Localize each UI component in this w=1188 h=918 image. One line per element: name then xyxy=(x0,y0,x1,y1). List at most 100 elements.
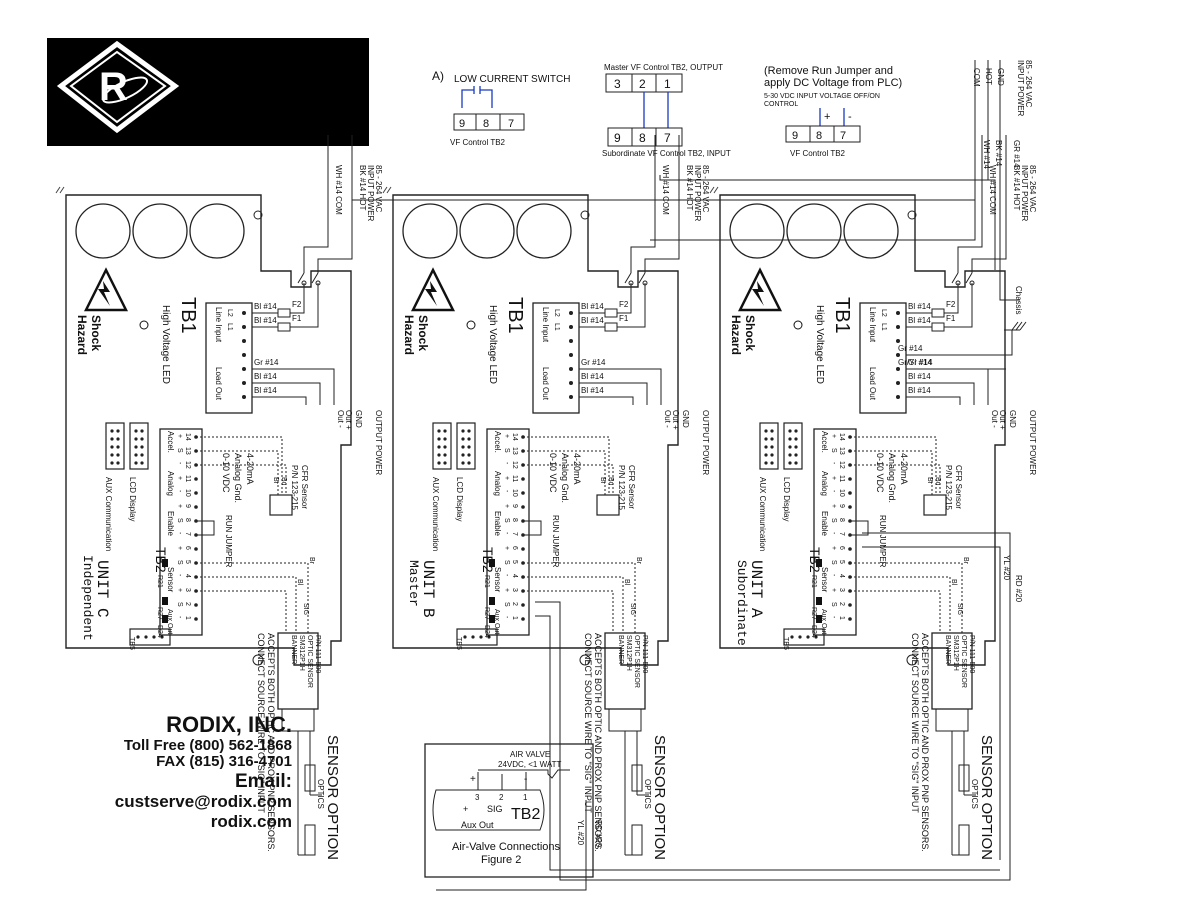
tb2-pin: 7 xyxy=(511,532,518,536)
lcd-label: LCD Display xyxy=(128,477,137,521)
tb2-pin: 12 xyxy=(184,461,191,469)
tb1-label: TB1 xyxy=(177,297,199,334)
banner-pn: P/N 111-500 xyxy=(314,635,321,673)
tb2-pin: 10 xyxy=(184,489,191,497)
r27-label: R27 xyxy=(483,607,490,620)
banner-label: BANNER xyxy=(617,635,624,664)
sensor-label: Sensor xyxy=(493,567,502,593)
gr14-out-wire: Gr #14 xyxy=(908,358,933,367)
sensor-br-label: Br xyxy=(962,557,969,565)
sensor-sig-label: SIG xyxy=(956,603,963,615)
air-caption-2: Figure 2 xyxy=(481,854,521,866)
input-power-label: INPUT POWER xyxy=(366,165,375,222)
bk14-top: BK #14 xyxy=(994,140,1003,167)
dc-input-line2: CONTROL xyxy=(764,101,798,108)
sensor-label: Sensor xyxy=(166,567,175,593)
dc-input-line1: 5-30 VDC INPUT VOLTAGE OFF/ON xyxy=(764,93,880,100)
enable-label: Enable xyxy=(820,511,829,536)
tb5-label: TB5 xyxy=(782,637,789,650)
range-top: 85 - 264 VAC xyxy=(1024,60,1033,108)
plc-vf-tb2-label: VF Control TB2 xyxy=(790,149,846,158)
optics-label: OPTICS xyxy=(970,779,979,809)
output-power-label: OUTPUT POWER xyxy=(374,410,383,475)
banner-pn: P/N 111-500 xyxy=(641,635,648,673)
aux-out-label: Aux Out xyxy=(493,609,500,634)
d24-label: D24 xyxy=(810,625,817,638)
unit-b: High Voltage LED Shock Hazard TB1 Line I… xyxy=(381,133,710,860)
tb2-sign: + xyxy=(503,588,510,592)
unit-c-name: UNIT C xyxy=(93,560,111,618)
website-link[interactable]: rodix.com xyxy=(210,811,292,831)
hazard-label: Hazard xyxy=(402,315,416,355)
plc-pin-8: 8 xyxy=(816,130,822,142)
air-aux-out: Aux Out xyxy=(461,820,494,830)
cfr-bu-label: Bu xyxy=(934,477,941,486)
email-link[interactable]: custserve@rodix.com xyxy=(114,792,292,812)
tb2-pin: 5 xyxy=(838,560,845,564)
sensor-sig-label: SIG xyxy=(302,603,309,615)
lcd-label: LCD Display xyxy=(455,477,464,521)
bk14-hot-label: BK #14 HOT xyxy=(358,165,367,210)
run-jumper-label: RUN JUMPER xyxy=(224,515,233,568)
input-range-label: 85 - 264 VAC xyxy=(374,165,383,213)
tb2-pin: 13 xyxy=(511,447,518,455)
cfr-sensor-label: CFR Sensor xyxy=(300,465,309,509)
bl14-f1-wire: Bl #14 xyxy=(581,316,604,325)
enable-label: Enable xyxy=(493,511,502,536)
load-out-label: Load Out xyxy=(541,367,550,401)
sensor-bl-label: Bl xyxy=(950,579,957,586)
gr14-out-wire: Gr #14 xyxy=(254,358,279,367)
bl14-f2-wire: Bl #14 xyxy=(908,302,931,311)
air-sign-sig: SIG xyxy=(487,804,503,814)
tb5-label: TB5 xyxy=(128,637,135,650)
wh14-com-label: WH #14 COM xyxy=(988,165,997,215)
banner-model: SM312P1H xyxy=(952,635,959,671)
tb2-pin: 6 xyxy=(511,546,518,550)
tb2-pin: 13 xyxy=(838,447,845,455)
rd20-a-label: RD #20 xyxy=(1014,575,1023,603)
ma-label: 4-20mA xyxy=(899,453,909,485)
input-power-label: INPUT POWER xyxy=(693,165,702,222)
tb2-sign: S xyxy=(830,602,837,607)
tb2-sign: S xyxy=(830,448,837,453)
line-input-label: Line Input xyxy=(868,307,877,343)
tb2-sign: - xyxy=(176,616,183,619)
tb2-sign: + xyxy=(503,434,510,438)
bl14-out1-wire: Bl #14 xyxy=(581,372,604,381)
bl14-f1-wire: Bl #14 xyxy=(254,316,277,325)
banner-label: BANNER xyxy=(290,635,297,664)
unit-b-name: UNIT B xyxy=(419,560,437,618)
air-valve-plus: + xyxy=(470,774,476,785)
master-pin-1: 1 xyxy=(664,77,671,91)
email-label: Email: xyxy=(234,771,292,793)
tb2-sign: - xyxy=(503,490,510,493)
tb2-sign: - xyxy=(503,462,510,465)
bl14-out2-wire: Bl #14 xyxy=(254,386,277,395)
section-a-label: A) xyxy=(432,69,444,83)
tb2-pin: 2 xyxy=(511,602,518,606)
gr14-out-wire: Gr #14 xyxy=(581,358,606,367)
tb5-label: TB5 xyxy=(455,637,462,650)
tb2-pin: 11 xyxy=(184,475,191,482)
air-tb2-label: TB2 xyxy=(511,806,540,823)
sensor-option-title: SENSOR OPTION xyxy=(651,735,668,860)
gr14-unit-a-wire: Gr #14 xyxy=(898,344,923,353)
analog-gnd-label: Analog Gnd. xyxy=(887,453,897,503)
out-minus-label: Out - xyxy=(990,410,999,428)
l1-label: L1 xyxy=(226,323,233,331)
enable-label: Enable xyxy=(166,511,175,536)
shock-label: Shock xyxy=(416,315,430,351)
hv-led-label: High Voltage LED xyxy=(814,305,825,384)
sensor-label: Sensor xyxy=(820,567,829,593)
bl14-out2-wire: Bl #14 xyxy=(581,386,604,395)
sensor-note-2: CONNECT SOURCE WIRE TO "SIG" INPUT xyxy=(583,633,593,813)
tb2-pin: 11 xyxy=(838,475,845,482)
tb2-sign: + xyxy=(830,476,837,480)
bl14-out1-wire: Bl #14 xyxy=(908,372,931,381)
optics-label: OPTICS xyxy=(316,779,325,809)
run-jumper-label: RUN JUMPER xyxy=(878,515,887,568)
tb2-label: TB2 xyxy=(153,547,169,573)
output-power-label: OUTPUT POWER xyxy=(1028,410,1037,475)
fax: FAX (815) 316-4701 xyxy=(156,753,292,771)
